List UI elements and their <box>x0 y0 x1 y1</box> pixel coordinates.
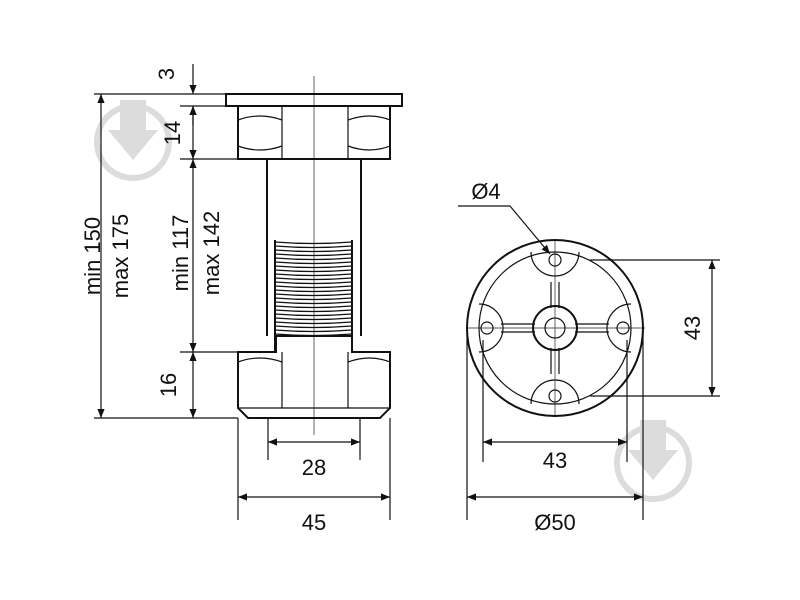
thread-ring <box>274 269 353 273</box>
label-shaft-max: max 142 <box>199 211 224 295</box>
label-nut-height: 14 <box>160 121 185 145</box>
base-foot <box>237 335 391 419</box>
watermark-icon-right <box>614 420 692 502</box>
center-bore <box>544 317 566 339</box>
thread-ring <box>274 309 353 313</box>
thread-ring <box>274 253 353 257</box>
watermark-icon-left <box>94 100 172 181</box>
thread-ring <box>274 329 353 333</box>
thread-ring <box>274 265 353 269</box>
hole-left <box>480 321 494 335</box>
thread-ring <box>274 313 353 317</box>
top-dimensions <box>458 205 720 520</box>
hex-nut <box>237 105 391 160</box>
label-hole-diameter: Ø4 <box>471 179 500 204</box>
boss-bottom <box>530 379 580 405</box>
hole-top <box>548 253 562 267</box>
thread-ring <box>274 249 353 253</box>
label-shaft-min: min 117 <box>168 215 193 292</box>
hole-right <box>616 321 630 335</box>
thread-ring <box>274 301 353 305</box>
center-hub <box>532 305 578 351</box>
thread-ring <box>274 257 353 261</box>
label-cap-height: 3 <box>154 68 179 80</box>
label-overall-min: min 150 <box>80 217 105 295</box>
thread-ring <box>274 261 353 265</box>
label-hole-spacing-horizontal: 43 <box>543 448 567 473</box>
hole-bottom <box>548 389 562 403</box>
label-hole-spacing-vertical: 43 <box>680 316 705 340</box>
thread-ring <box>274 321 353 325</box>
top-view <box>466 239 645 417</box>
thread-ring <box>274 241 353 245</box>
outer-rim <box>466 239 644 417</box>
side-view <box>225 76 403 435</box>
thread-ring <box>274 273 353 277</box>
boss-right <box>606 303 632 353</box>
label-base-height: 16 <box>156 373 181 397</box>
inner-rim <box>478 251 632 405</box>
label-outer-diameter: Ø50 <box>534 510 576 535</box>
label-thread-width: 28 <box>302 455 326 480</box>
thread-ring <box>274 285 353 289</box>
side-dimensions <box>94 64 391 520</box>
thread-ring <box>274 293 353 297</box>
thread-ring <box>274 325 353 329</box>
thread-ring <box>274 305 353 309</box>
label-overall-max: max 175 <box>108 214 133 298</box>
threaded-rod <box>274 240 353 352</box>
boss-top <box>530 251 580 277</box>
thread-ring <box>274 281 353 285</box>
thread-ring <box>274 245 353 249</box>
boss-left <box>478 303 504 353</box>
thread-ring <box>274 277 353 281</box>
thread-ring <box>274 297 353 301</box>
cross-ribs <box>501 282 609 374</box>
shaft <box>266 159 362 336</box>
label-base-width: 45 <box>302 510 326 535</box>
thread-ring <box>274 317 353 321</box>
thread-ring <box>274 289 353 293</box>
